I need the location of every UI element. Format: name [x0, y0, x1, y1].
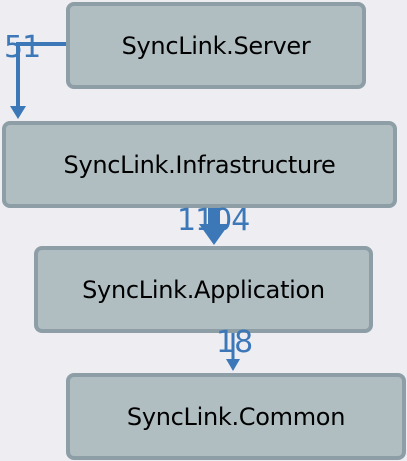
edge-application-common-arrowhead	[226, 359, 240, 371]
edge-label-infrastructure-application: 1104	[177, 203, 250, 238]
node-label: SyncLink.Common	[126, 402, 346, 431]
node-synclink-server[interactable]: SyncLink.Server	[66, 2, 366, 89]
node-synclink-application[interactable]: SyncLink.Application	[34, 246, 373, 333]
node-label: SyncLink.Server	[121, 31, 311, 60]
edge-label-application-common: 18	[216, 325, 253, 360]
node-label: SyncLink.Infrastructure	[63, 150, 336, 179]
edge-server-infrastructure-arrowhead	[10, 106, 26, 119]
node-synclink-infrastructure[interactable]: SyncLink.Infrastructure	[2, 121, 397, 208]
node-label: SyncLink.Application	[82, 275, 325, 304]
edge-label-server-infrastructure: 51	[4, 30, 41, 65]
node-synclink-common[interactable]: SyncLink.Common	[66, 373, 406, 460]
